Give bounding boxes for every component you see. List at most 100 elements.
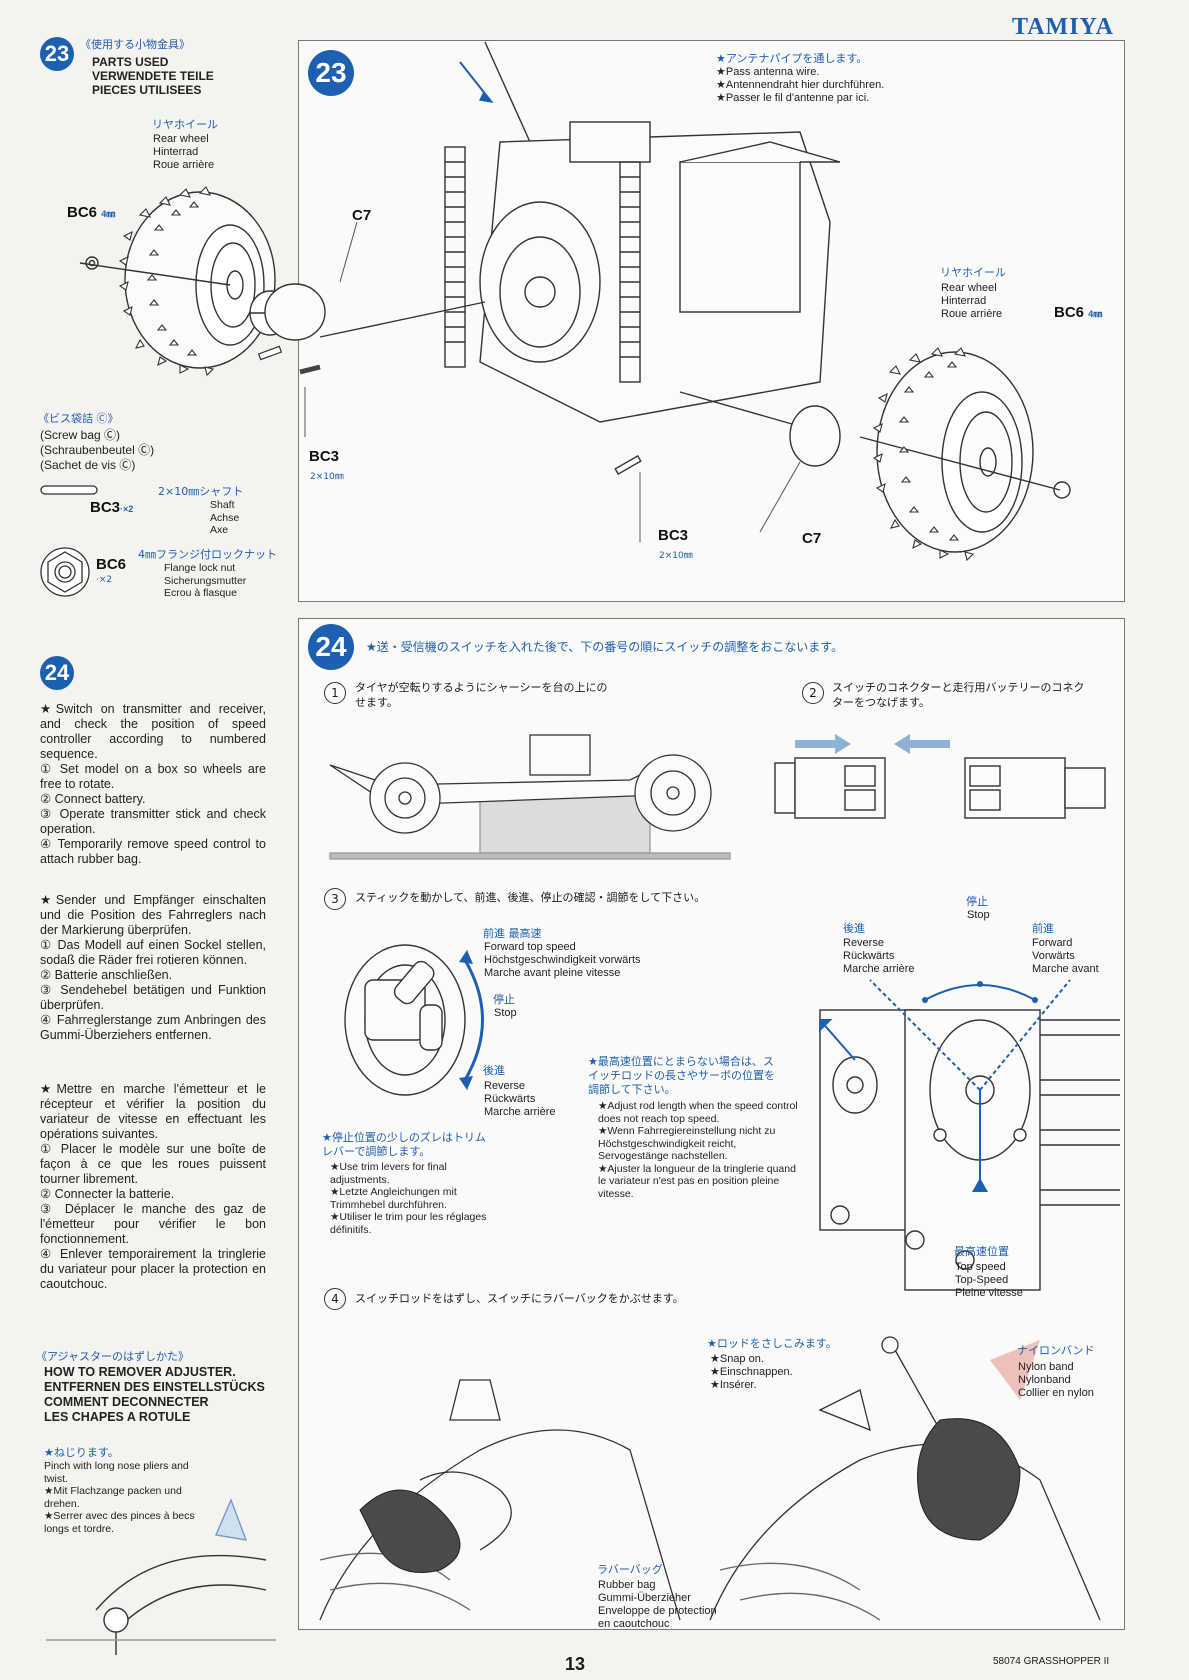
rubber-bag-fr: Enveloppe de protection [598, 1605, 717, 1617]
right-top-de: Top-Speed [955, 1274, 1009, 1286]
page-number: 13 [565, 1654, 586, 1674]
substep-4-number: 4 [324, 1288, 346, 1310]
shaft-de: Achse [210, 511, 240, 524]
trim-de: ★Letzte Angleichungen mit Trimmhebel dur… [330, 1186, 457, 1211]
substep-4-text: スイッチロッドをはずし、スイッチにラバーバックをかぶせます。 [355, 1292, 684, 1305]
connect-arrow-left-icon [894, 734, 950, 754]
substep-1-number: 1 [324, 682, 346, 704]
adjuster-title: HOW TO REMOVER ADJUSTER. ENTFERNEN DES E… [44, 1365, 265, 1425]
main-c7-top-label: C7 [352, 207, 372, 224]
topspeed-notes: ★Adjust rod length when the speed contro… [598, 1100, 798, 1200]
main-rear-wheel-de: Hinterrad [941, 295, 987, 307]
antenna-en: ★Pass antenna wire. [716, 66, 820, 78]
rod-fr: ★Insérer. [710, 1379, 757, 1391]
rev-fr: Marche arrière [484, 1106, 556, 1118]
rod-de: ★Einschnappen. [710, 1366, 793, 1378]
rear-wheel-de: Hinterrad [153, 146, 199, 158]
sidebar-shaft-pin [257, 345, 283, 361]
rubber-bag-fr2: en caoutchouc [598, 1618, 670, 1630]
main-c7-bottom-label: C7 [802, 530, 822, 547]
adjuster-title-fr: COMMENT DECONNECTER [44, 1395, 209, 1409]
right-rev-jp: 後進 [843, 922, 865, 935]
connect-arrow-right-icon [795, 734, 851, 754]
right-stop-en: Stop [967, 909, 990, 921]
right-stop-jp: 停止 [966, 895, 988, 908]
stick-forward-arrow-icon [459, 950, 473, 964]
rubber-bag-de: Gummi-Überzieher [598, 1592, 691, 1604]
substep-2-text: スイッチのコネクターと走行用バッテリーのコネクターをつなげます。 [832, 681, 1085, 709]
main-rear-wheel-en: Rear wheel [941, 282, 997, 294]
adjuster-jp-title: 《アジャスターのはずしかた》 [36, 1350, 190, 1363]
substep-4: 4 [324, 1288, 352, 1310]
adjuster-note-jp: ★ねじります。 [44, 1446, 119, 1459]
right-rev-de: Rückwärts [843, 950, 895, 962]
rear-wheel-fr: Roue arrière [153, 159, 215, 171]
sidebar-nut-code: BC6 [96, 556, 127, 573]
sidebar-bc6-label: BC6 4㎜ [67, 204, 116, 221]
rubber-bag-left-shape [359, 1489, 461, 1573]
brand-logo: TAMIYA [1012, 14, 1115, 40]
rod-note-jp: ★ロッドをさしこみます。 [707, 1337, 837, 1350]
substep-3-text: スティックを動かして、前進、後進、停止の確認・調節をして下さい。 [355, 891, 706, 904]
nylon-band-jp: ナイロンバンド [1017, 1344, 1095, 1357]
fwd-top-jp: 前進 最高速 [483, 927, 542, 940]
right-fwd-labels: Forward Vorwärts Marche avant [1032, 937, 1099, 976]
main-rear-wheel-jp: リヤホイール [940, 266, 1006, 279]
sidebar-step-24-badge: 24 [40, 656, 74, 690]
sidebar-screw-bag-labels: (Screw bag Ⓒ) (Schraubenbeutel Ⓒ) (Sache… [40, 428, 154, 473]
antenna-note-jp: ★アンテナパイプを通します。 [716, 52, 868, 65]
adjuster-note-fr: ★Serrer avec des pinces à becs longs et … [44, 1510, 195, 1535]
speed-control-servo-drawing [819, 979, 1120, 1291]
shaft-icon [40, 485, 98, 495]
sidebar-nut-labels: Flange lock nut Sicherungsmutter Ecrou à… [164, 562, 246, 600]
sidebar-nut-jp: 4㎜フランジ付ロックナット [138, 548, 277, 561]
sidebar-rear-wheel-labels: Rear wheel Hinterrad Roue arrière [153, 133, 214, 172]
adjuster-title-de: ENTFERNEN DES EINSTELLSTÜCKS [44, 1380, 265, 1394]
fwd-top-labels: Forward top speed Höchstgeschwindigkeit … [484, 941, 641, 980]
substep-3: 3 [324, 888, 352, 910]
footer-model: 58074 GRASSHOPPER II [993, 1656, 1110, 1667]
top-speed-marker-icon [972, 1178, 988, 1192]
rubber-bag-en: Rubber bag [598, 1579, 656, 1591]
right-fwd-de: Vorwärts [1032, 950, 1075, 962]
right-top-en: Top speed [955, 1261, 1006, 1273]
parts-used-de: VERWENDETE TEILE [92, 69, 214, 83]
topspeed-en: ★Adjust rod length when the speed contro… [598, 1100, 798, 1125]
trim-en: ★Use trim levers for final adjustments. [330, 1161, 447, 1186]
sidebar-rear-wheel-jp: リヤホイール [152, 118, 218, 131]
fwd-top-fr: Marche avant pleine vitesse [484, 967, 621, 979]
nylon-band-fr: Collier en nylon [1018, 1387, 1094, 1399]
adjuster-pliers-drawing [46, 1498, 276, 1655]
substep-2: 2 [802, 682, 830, 704]
fwd-top-de: Höchstgeschwindigkeit vorwärts [484, 954, 641, 966]
substep-1: 1 [324, 682, 352, 704]
right-top-jp: 最高速位置 [954, 1245, 1009, 1258]
sidebar-shaft-code: BC3·×2 [90, 499, 134, 516]
trim-note-jp: ★停止位置の少しのズレはトリムレバーで調節します。 [322, 1131, 486, 1158]
sidebar-rear-wheel-drawing [79, 186, 291, 377]
right-fwd-jp: 前進 [1032, 922, 1054, 935]
fwd-top-en: Forward top speed [484, 941, 576, 953]
main-bc3-bottom-label: BC3 [658, 527, 689, 544]
nut-en: Flange lock nut [164, 562, 236, 574]
antenna-fr: ★Passer le fil d'antenne par ici. [716, 92, 870, 104]
rev-de: Rückwärts [484, 1093, 536, 1105]
main-step-23-badge: 23 [308, 50, 354, 96]
sidebar-step24-fr: ★Mettre en marche l'émetteur et le récep… [40, 1082, 266, 1291]
screw-bag-fr: (Sachet de vis Ⓒ) [40, 458, 136, 472]
step24-header-jp: ★送・受信機のスイッチを入れた後で、下の番号の順にスイッチの調整をおこないます。 [366, 640, 844, 654]
connector-drawing [774, 734, 1106, 819]
main-rear-wheel-fr: Roue arrière [941, 308, 1003, 320]
shaft-fr: Axe [210, 524, 229, 536]
sidebar-step24-de: ★Sender und Empfänger einschalten und di… [40, 893, 266, 1042]
nylon-band-en: Nylon band [1018, 1361, 1074, 1373]
rubber-bag-labels: Rubber bag Gummi-Überzieher Enveloppe de… [598, 1579, 717, 1631]
right-top-labels: Top speed Top-Speed Pleine vitesse [955, 1261, 1023, 1300]
trim-fr: ★Utiliser le trim pour les réglages défi… [330, 1211, 487, 1236]
sidebar-shaft-labels: Shaft Achse Axe [210, 499, 239, 537]
rev-labels: Reverse Rückwärts Marche arrière [484, 1080, 556, 1119]
sidebar-parts-used-jp: 《使用する小物金具》 [80, 38, 190, 51]
main-bc6-right-label: BC6 4㎜ [1054, 304, 1103, 321]
adjuster-note-en: Pinch with long nose pliers and twist. [44, 1460, 189, 1485]
rear-chassis-drawing [264, 41, 1071, 562]
